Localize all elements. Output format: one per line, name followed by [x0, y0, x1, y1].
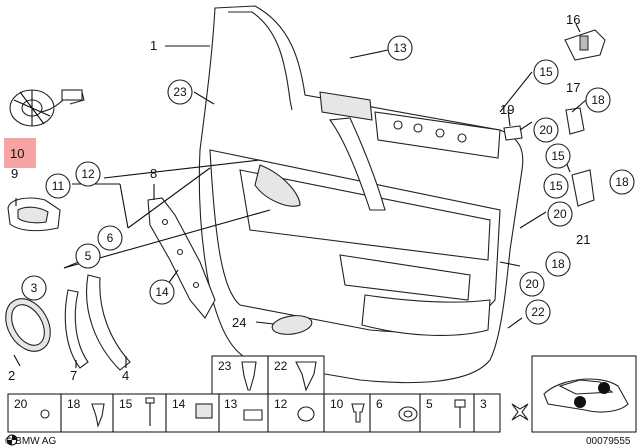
row-label-3: 3	[480, 397, 487, 411]
speaker-assembly	[9, 89, 85, 127]
callout-20-mid: 20	[553, 207, 567, 221]
callout-15-low: 15	[549, 179, 563, 193]
callout-12: 12	[81, 167, 95, 181]
callout-4: 4	[122, 368, 129, 383]
callout-11: 11	[52, 179, 65, 193]
row-label-20: 20	[14, 397, 28, 411]
speaker-grill-24	[271, 315, 313, 335]
row-label-22: 22	[274, 359, 288, 373]
row-label-23: 23	[218, 359, 232, 373]
bracket-17	[565, 107, 585, 135]
callout-8: 8	[150, 166, 157, 181]
callout-5: 5	[85, 249, 92, 263]
callout-18-right: 18	[551, 257, 565, 271]
trim-strip-7	[64, 289, 89, 369]
speaker-grille-3	[5, 298, 51, 352]
row-label-13: 13	[224, 397, 238, 411]
callout-3: 3	[31, 281, 38, 295]
callout-20-low: 20	[525, 277, 539, 291]
callout-19: 19	[500, 102, 514, 117]
callout-22: 22	[531, 305, 545, 319]
row-part-icons	[40, 361, 529, 428]
bmw-logo-icon	[6, 434, 18, 446]
callout-9: 9	[11, 166, 18, 181]
callout-6: 6	[107, 231, 114, 245]
callout-20-top: 20	[539, 123, 553, 137]
row-label-15: 15	[119, 397, 133, 411]
door-handle-9	[7, 197, 61, 232]
callout-16: 16	[566, 12, 580, 27]
row-label-12: 12	[274, 397, 288, 411]
circled-callouts	[21, 35, 635, 325]
trim-strip-4	[86, 274, 131, 371]
callout-15-top: 15	[539, 65, 553, 79]
callout-13: 13	[393, 41, 407, 55]
callout-17: 17	[566, 80, 580, 95]
callout-7: 7	[70, 368, 77, 383]
callout-2: 2	[8, 368, 15, 383]
footer-brand: © BMW AG	[5, 436, 56, 447]
callout-24: 24	[232, 315, 246, 330]
car-silhouette-icon	[531, 355, 637, 433]
door-trim-panel	[198, 5, 524, 384]
row-label-5: 5	[426, 397, 433, 411]
callout-10: 10	[10, 146, 24, 161]
bracket-21	[571, 169, 595, 207]
callout-15-mid: 15	[551, 149, 565, 163]
callout-1: 1	[150, 38, 157, 53]
row-label-18: 18	[67, 397, 81, 411]
clip-19	[503, 125, 523, 141]
callout-21: 21	[576, 232, 590, 247]
callout-18-low: 18	[615, 175, 629, 189]
row-label-10: 10	[330, 397, 344, 411]
bracket-8	[147, 197, 216, 319]
callout-14: 14	[155, 285, 169, 299]
row-label-6: 6	[376, 397, 383, 411]
row-label-14: 14	[172, 397, 186, 411]
callout-10-highlight	[4, 138, 36, 168]
callout-23: 23	[173, 85, 187, 99]
footer-code: 00079555	[586, 436, 631, 447]
callout-18-top: 18	[591, 93, 605, 107]
clip-16	[564, 29, 606, 61]
